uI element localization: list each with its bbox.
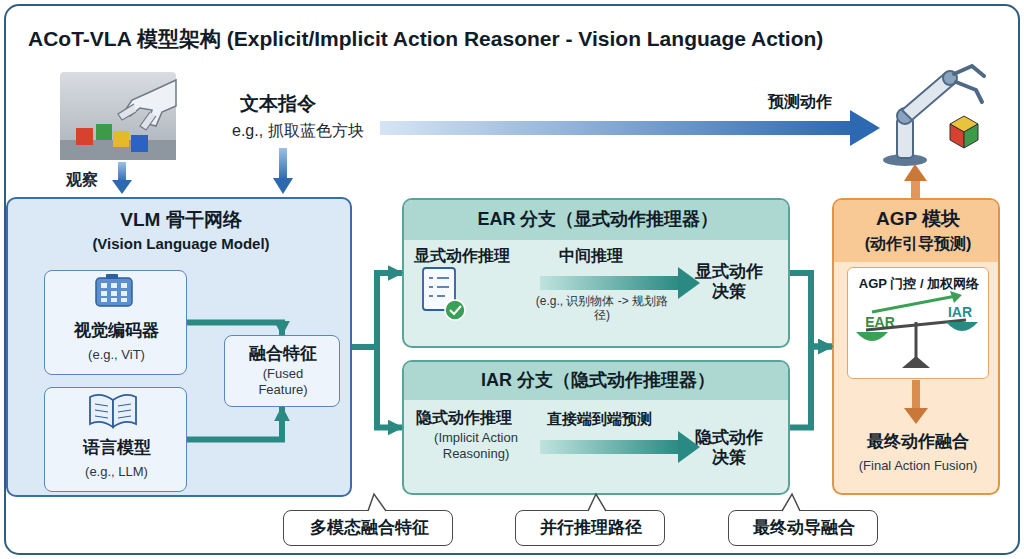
red-cube — [76, 128, 93, 145]
flow-connector — [790, 347, 832, 428]
arm-joint — [897, 108, 913, 124]
node-text: (e.g., LLM) — [45, 464, 188, 480]
node-text: 直接端到端预测 — [534, 410, 664, 428]
node-text: (Vision Language Model) — [8, 235, 354, 253]
node-text: 中间推理 — [546, 246, 636, 265]
yellow-cube — [113, 131, 129, 147]
module-box: 语言模型 (e.g., LLM) — [44, 387, 187, 492]
node-title: IAR 分支（隐式动作推理器） — [404, 370, 792, 392]
tail-fill — [782, 494, 800, 511]
tail-fill — [588, 494, 606, 511]
output-arrow — [904, 164, 927, 198]
arrow-head — [850, 110, 880, 146]
outer-frame — [5, 5, 1019, 554]
node-text: EAR — [860, 314, 900, 331]
free-label: e.g., 抓取蓝色方块 — [232, 121, 392, 140]
input-arrow — [273, 148, 293, 194]
free-label: 文本指令 — [240, 93, 360, 116]
input-arrow — [112, 162, 132, 194]
feature-box: 融合特征(Fused Feature) — [224, 335, 340, 407]
photo-background — [60, 72, 176, 160]
green-cube — [96, 124, 112, 140]
node-text: 最终动作融合 — [834, 432, 1002, 452]
photo-table — [60, 140, 176, 160]
node-text: (Fused Feature) — [243, 366, 323, 397]
node-text: 隐式动作决策 — [694, 428, 764, 469]
node-text: (e.g., ViT) — [45, 347, 188, 363]
callout-bubble: 多模态融合特征 — [283, 510, 453, 546]
robot-hand — [124, 80, 176, 126]
arrow-shaft — [279, 148, 287, 180]
node-text: (e.g., 识别物体 -> 规划路径) — [532, 294, 672, 323]
branch-box: EAR 分支（显式动作推理器） 显式动作推理中间推理 (e.g., 识别物体 -> … — [402, 198, 790, 348]
node-title: 多模态融合特征 — [284, 518, 454, 538]
node-text: (Implicit Action Reasoning) — [416, 430, 536, 461]
prediction-arrow — [380, 110, 880, 146]
arrow-shaft — [380, 121, 852, 135]
arm-link — [897, 118, 913, 158]
flow-connector — [790, 273, 832, 347]
arrow-head — [112, 180, 132, 194]
tail-outline — [368, 494, 386, 511]
node-text: 隐式动作推理 — [416, 408, 536, 427]
node-text: (Final Action Fusion) — [834, 458, 1002, 474]
node-text: 显式动作推理 — [414, 246, 534, 265]
tail-outline — [588, 494, 606, 511]
node-text: 显式动作决策 — [694, 262, 764, 303]
blue-cube — [131, 135, 148, 152]
node-title: VLM 骨干网络 — [8, 209, 354, 232]
flow-connector — [352, 273, 402, 347]
flow-connector — [352, 347, 402, 428]
node-title: 视觉编码器 — [45, 321, 188, 341]
tail-outline — [782, 494, 800, 511]
node-text: IAR — [940, 304, 980, 321]
arrow-head — [273, 178, 293, 194]
node-title: AGP 模块 — [834, 208, 1002, 231]
cube-side — [964, 124, 978, 148]
callout-tail — [588, 494, 606, 511]
backbone-box: VLM 骨干网络 (Vision Language Model) 视觉编码器 (e.g… — [6, 197, 352, 497]
gripper — [954, 66, 984, 102]
callout-tail — [782, 494, 800, 511]
arm-link — [902, 74, 954, 120]
robot-arm — [883, 66, 984, 166]
tail-fill — [368, 494, 386, 511]
node-title: 并行推理路径 — [516, 518, 666, 538]
gating-box: AGP 门控 / 加权网络 EAR IAR — [847, 267, 989, 379]
arm-joint — [943, 71, 957, 85]
cube-top — [950, 116, 978, 132]
robot-finger — [118, 104, 136, 120]
node-title: AGP 门控 / 加权网络 — [848, 276, 990, 292]
arrow-head — [904, 164, 927, 181]
free-label: 预测动作 — [768, 92, 858, 111]
node-title: EAR 分支（显式动作推理器） — [404, 209, 792, 231]
module-box: AGP 模块 (动作引导预测) 最终动作融合 (Final Action Fusion… — [832, 198, 1000, 495]
node-text: (动作引导预测) — [834, 234, 1002, 253]
free-label: 观察 — [66, 170, 126, 189]
module-box: 视觉编码器 (e.g., ViT) — [44, 270, 187, 375]
callout-bubble: 最终动导融合 — [728, 510, 878, 546]
cube-side — [950, 124, 964, 148]
node-title: 融合特征 — [225, 344, 341, 364]
arm-base — [883, 154, 927, 166]
diagram-title: ACoT-VLA 模型架构 (Explicit/Implicit Action … — [28, 26, 823, 51]
arrow-shaft — [118, 162, 126, 182]
arrow-shaft — [911, 178, 920, 198]
callout-tail — [368, 494, 386, 511]
branch-box: IAR 分支（隐式动作推理器） 隐式动作推理 (Implicit Action Re… — [402, 360, 790, 495]
callout-bubble: 并行推理路径 — [515, 510, 665, 546]
robot-finger — [140, 112, 156, 130]
node-title: 最终动导融合 — [729, 518, 879, 538]
node-title: 语言模型 — [45, 438, 188, 458]
observation-photo — [60, 72, 176, 160]
